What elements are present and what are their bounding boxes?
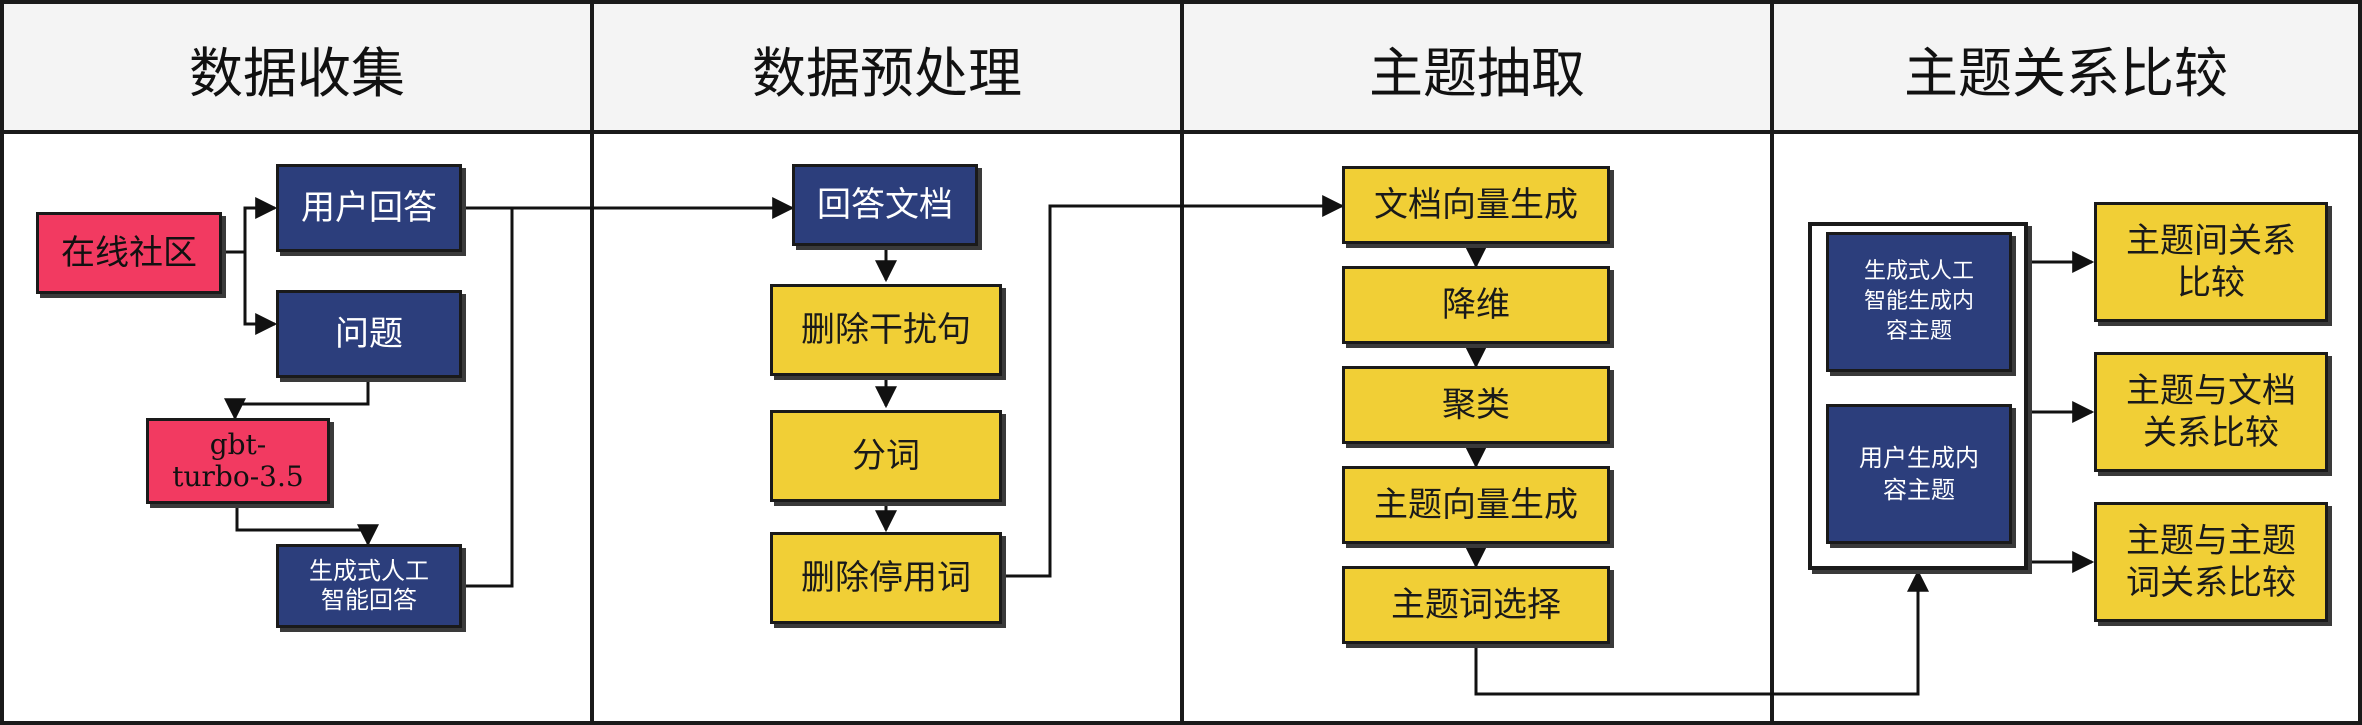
header-topic-comparison: 主题关系比较 [1774, 4, 2358, 132]
online-community-box: 在线社区 [36, 212, 222, 294]
connector-community-to-answer [222, 197, 278, 254]
ai-answer-box: 生成式人工 智能回答 [276, 544, 462, 628]
connector-gpt-to-ai-answer [235, 504, 379, 547]
inter-topic-comparison-box: 主题间关系 比较 [2094, 202, 2328, 322]
connector-words-to-comparison [1474, 569, 1929, 696]
ugc-topic-box: 用户生成内 容主题 [1826, 404, 2012, 544]
topic-document-comparison-box: 主题与文档 关系比较 [2094, 352, 2328, 472]
tokenize-box: 分词 [770, 410, 1002, 502]
dimension-reduction-box: 降维 [1342, 266, 1610, 344]
connector-question-to-gpt [224, 380, 370, 421]
header-topic-extraction: 主题抽取 [1184, 4, 1770, 132]
remove-stopwords-box: 删除停用词 [770, 532, 1002, 624]
header-data-collection: 数据收集 [4, 4, 590, 132]
topic-word-comparison-box: 主题与主题 词关系比较 [2094, 502, 2328, 622]
connector-stopwords-to-vector [1002, 195, 1345, 578]
clustering-box: 聚类 [1342, 366, 1610, 444]
remove-noise-sentences-box: 删除干扰句 [770, 284, 1002, 376]
connector-community-to-question [243, 252, 278, 335]
question-box: 问题 [276, 290, 462, 378]
topic-word-selection-box: 主题词选择 [1342, 566, 1610, 644]
topic-vector-box: 主题向量生成 [1342, 466, 1610, 544]
gpt-model-box: gbt- turbo-3.5 [146, 418, 330, 504]
aigc-topic-box: 生成式人工 智能生成内 容主题 [1826, 232, 2012, 372]
answer-document-box: 回答文档 [792, 164, 978, 246]
header-preprocessing: 数据预处理 [594, 4, 1180, 132]
user-answer-box: 用户回答 [276, 164, 462, 252]
connector-ai-answer-merge [462, 208, 514, 588]
document-vector-box: 文档向量生成 [1342, 166, 1610, 244]
